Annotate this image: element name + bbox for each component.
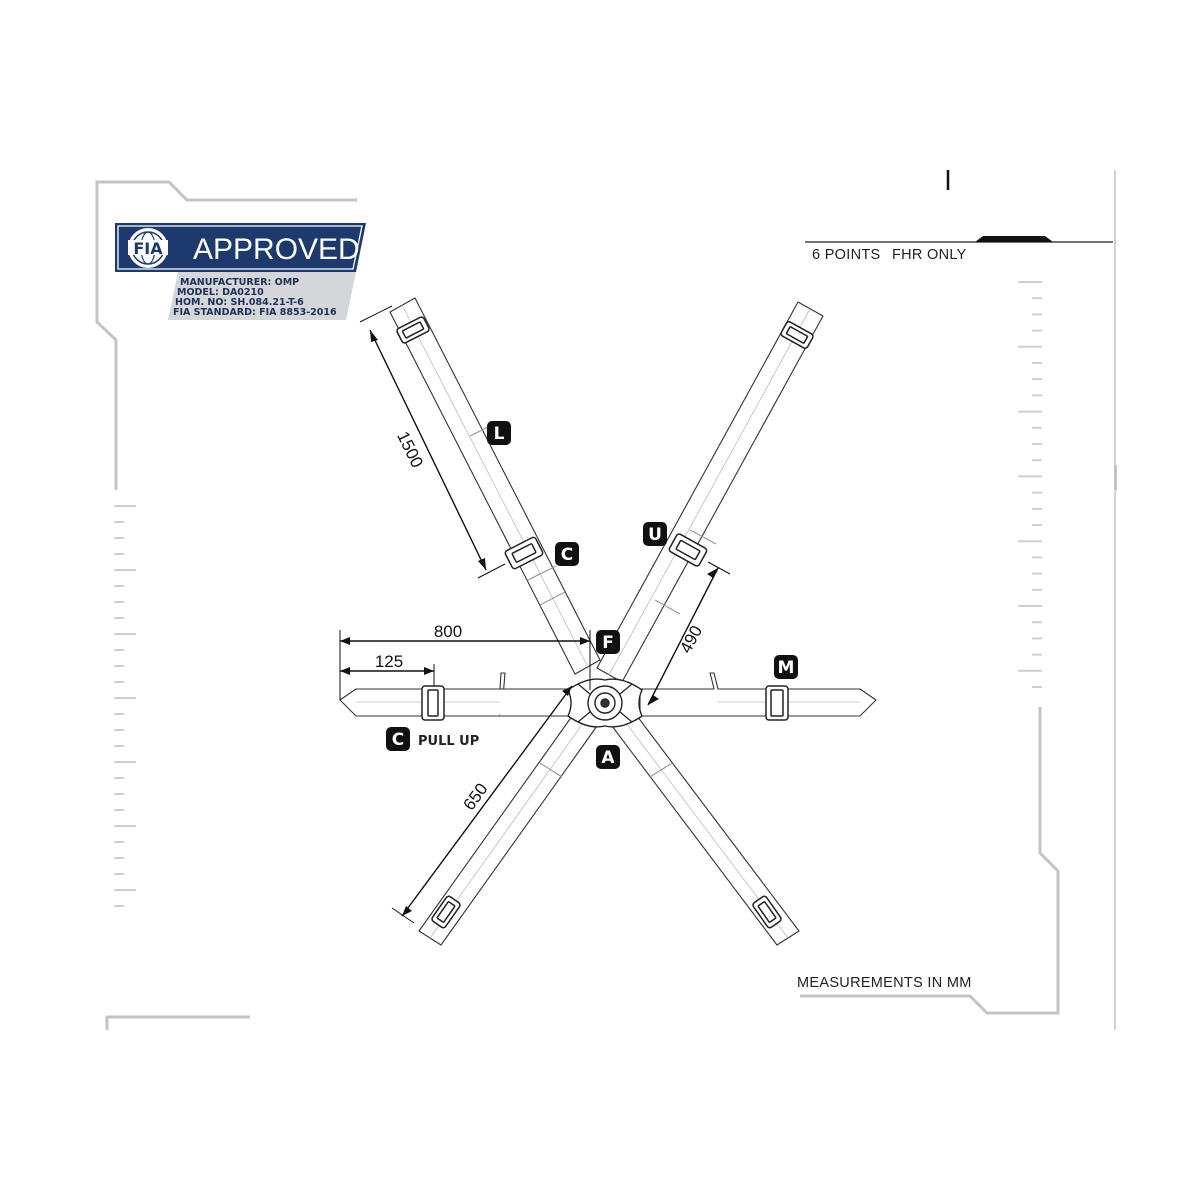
ruler-right	[1018, 281, 1042, 688]
dim-label-lap: 800	[434, 622, 462, 641]
badge-c-lap: C	[386, 727, 410, 751]
adjuster-lower-left-icon	[431, 895, 461, 929]
dim-label-lower: 650	[460, 780, 492, 814]
adjuster-lower-right-icon	[752, 895, 782, 929]
shoulder-strap-right	[596, 301, 824, 683]
svg-text:M: M	[778, 658, 795, 678]
fhr-label: FHR ONLY	[892, 247, 967, 263]
lap-belt-right	[639, 672, 877, 717]
frame-left-bottom	[105, 1015, 250, 1030]
header-tab	[975, 236, 1053, 242]
dim-label-shoulder: 1500	[393, 428, 427, 470]
svg-text:U: U	[648, 525, 662, 545]
badge-c-upper: C	[555, 542, 579, 566]
frame	[95, 170, 1116, 1030]
badge-blue-banner	[115, 223, 366, 272]
svg-text:C: C	[392, 730, 404, 750]
camlock-buckle-icon	[567, 678, 643, 728]
fia-badge: FIA APPROVED MANUFACTURER: OMP MODEL: DA…	[115, 223, 366, 320]
adjusters	[396, 316, 814, 929]
badge-title: APPROVED	[193, 233, 360, 266]
dimension-arrows	[340, 330, 718, 916]
fia-logo-text: FIA	[133, 239, 163, 258]
pull-up-label: PULL UP	[418, 734, 479, 749]
badge-manufacturer: MANUFACTURER: OMP	[180, 277, 299, 288]
frame-left-top	[95, 180, 357, 490]
badge-hom-no: HOM. NO: SH.084.21-T-6	[175, 297, 304, 308]
lap-belt-left	[339, 672, 581, 717]
letter-badges: L C U F M A C	[386, 421, 798, 769]
dimensions	[339, 305, 731, 924]
svg-text:C: C	[561, 545, 573, 565]
points-label: 6 POINTS	[812, 247, 880, 263]
ruler-left	[114, 505, 136, 907]
adjuster-lap-left-icon	[421, 685, 445, 721]
dim-label-offset: 125	[375, 652, 403, 671]
adjuster-shoulder-left-icon	[396, 316, 430, 344]
harness	[339, 297, 877, 946]
badge-u: U	[643, 522, 667, 546]
measurements-label: MEASUREMENTS IN MM	[797, 975, 972, 991]
svg-text:F: F	[602, 633, 614, 653]
adjuster-u-icon	[668, 533, 708, 567]
adjuster-shoulder-right-icon	[780, 321, 814, 349]
fia-logo-icon: FIA	[128, 228, 168, 268]
svg-text:A: A	[601, 748, 615, 768]
svg-text:L: L	[494, 424, 505, 444]
shoulder-strap-left	[389, 297, 601, 675]
frame-right-bottom	[800, 707, 1060, 1015]
dim-line-shoulder	[369, 329, 487, 571]
badge-l: L	[487, 421, 511, 445]
badge-info-panel	[168, 272, 356, 320]
dim-label-crotch: 490	[676, 622, 706, 656]
dim-line-crotch	[647, 567, 719, 706]
adjuster-c-upper-icon	[504, 536, 544, 570]
badge-a: A	[596, 745, 620, 769]
adjuster-lap-right-icon	[765, 685, 789, 721]
dim-line-lower	[401, 685, 573, 917]
badge-standard: FIA STANDARD: FIA 8853-2016	[173, 307, 337, 318]
badge-m: M	[774, 655, 798, 679]
badge-f: F	[596, 630, 620, 654]
frame-right-notch	[1114, 465, 1117, 490]
badge-model: MODEL: DA0210	[177, 287, 264, 298]
